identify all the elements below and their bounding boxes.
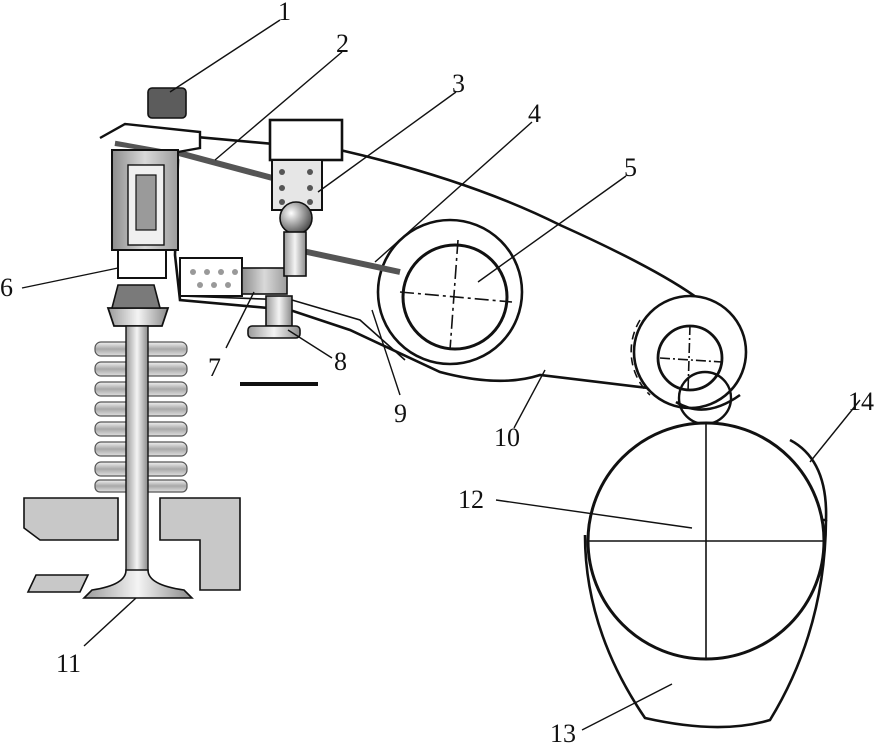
- cap-1: [147, 87, 187, 119]
- roller-dashed-arc: [630, 319, 651, 396]
- label-11: 11: [56, 649, 81, 678]
- label-4: 4: [528, 99, 541, 128]
- shaft-centerline-h: [399, 291, 513, 303]
- upper-boss: [268, 118, 344, 162]
- housing-dots: [279, 169, 313, 205]
- roller: [675, 393, 741, 411]
- cylinder-head-right: [159, 497, 241, 591]
- spring-retainer: [106, 307, 170, 327]
- valve-tip: [110, 284, 162, 309]
- label-7: 7: [208, 353, 221, 382]
- ball-joint: [279, 201, 313, 235]
- cam-nose-14: [789, 438, 828, 522]
- label-2: 2: [336, 29, 349, 58]
- plunger-shaft-8: [265, 295, 293, 327]
- label-1: 1: [278, 0, 291, 26]
- piston-7: [241, 267, 288, 295]
- lash-foot-6: [117, 249, 167, 279]
- valve-stem: [125, 325, 149, 577]
- pin-centerline-v: [687, 324, 691, 393]
- label-6: 6: [0, 273, 13, 302]
- leader-lines: [21, 19, 861, 731]
- valve-head-11: [82, 569, 194, 599]
- label-5: 5: [624, 153, 637, 182]
- left-bracket: [99, 122, 202, 154]
- lash-piston: [135, 174, 157, 231]
- oil-passage-4: [297, 247, 401, 275]
- label-3: 3: [452, 69, 465, 98]
- label-8: 8: [334, 347, 347, 376]
- plunger-stem: [283, 231, 307, 277]
- shaft-centerline-v: [449, 239, 459, 351]
- cylinder-head-left: [23, 497, 119, 541]
- label-10: 10: [494, 423, 520, 452]
- label-13: 13: [550, 719, 576, 744]
- oil-cavity-9: [179, 257, 243, 297]
- spring-dots: [190, 269, 238, 288]
- plunger-foot: [247, 325, 301, 339]
- label-12: 12: [458, 485, 484, 514]
- head-port: [26, 574, 90, 593]
- label-14: 14: [848, 387, 874, 416]
- label-9: 9: [394, 399, 407, 428]
- pin-centerline-h: [659, 357, 723, 363]
